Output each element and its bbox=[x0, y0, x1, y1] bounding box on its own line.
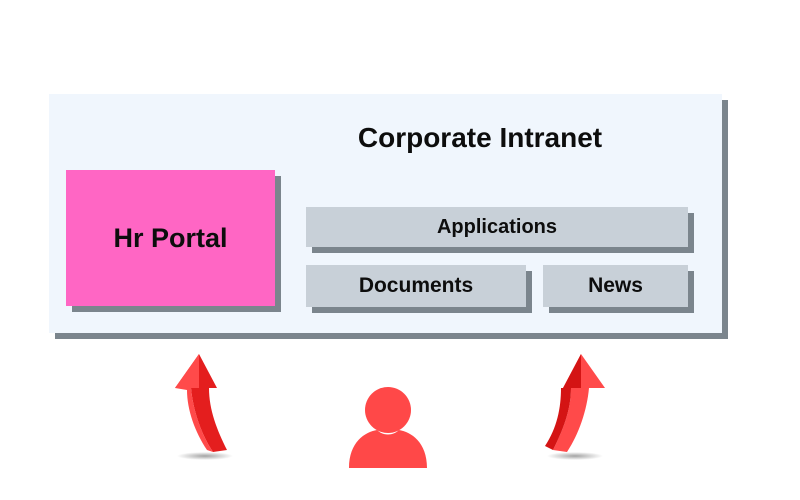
container-title: Corporate Intranet bbox=[357, 122, 603, 153]
documents-box: Documents bbox=[306, 265, 526, 307]
user-icon bbox=[349, 387, 427, 468]
news-box: News bbox=[543, 265, 688, 307]
curved-up-arrow-icon bbox=[545, 354, 605, 460]
hr-portal-box: Hr Portal bbox=[66, 170, 275, 306]
applications-box: Applications bbox=[306, 207, 688, 247]
curved-up-arrow-icon bbox=[175, 354, 233, 460]
